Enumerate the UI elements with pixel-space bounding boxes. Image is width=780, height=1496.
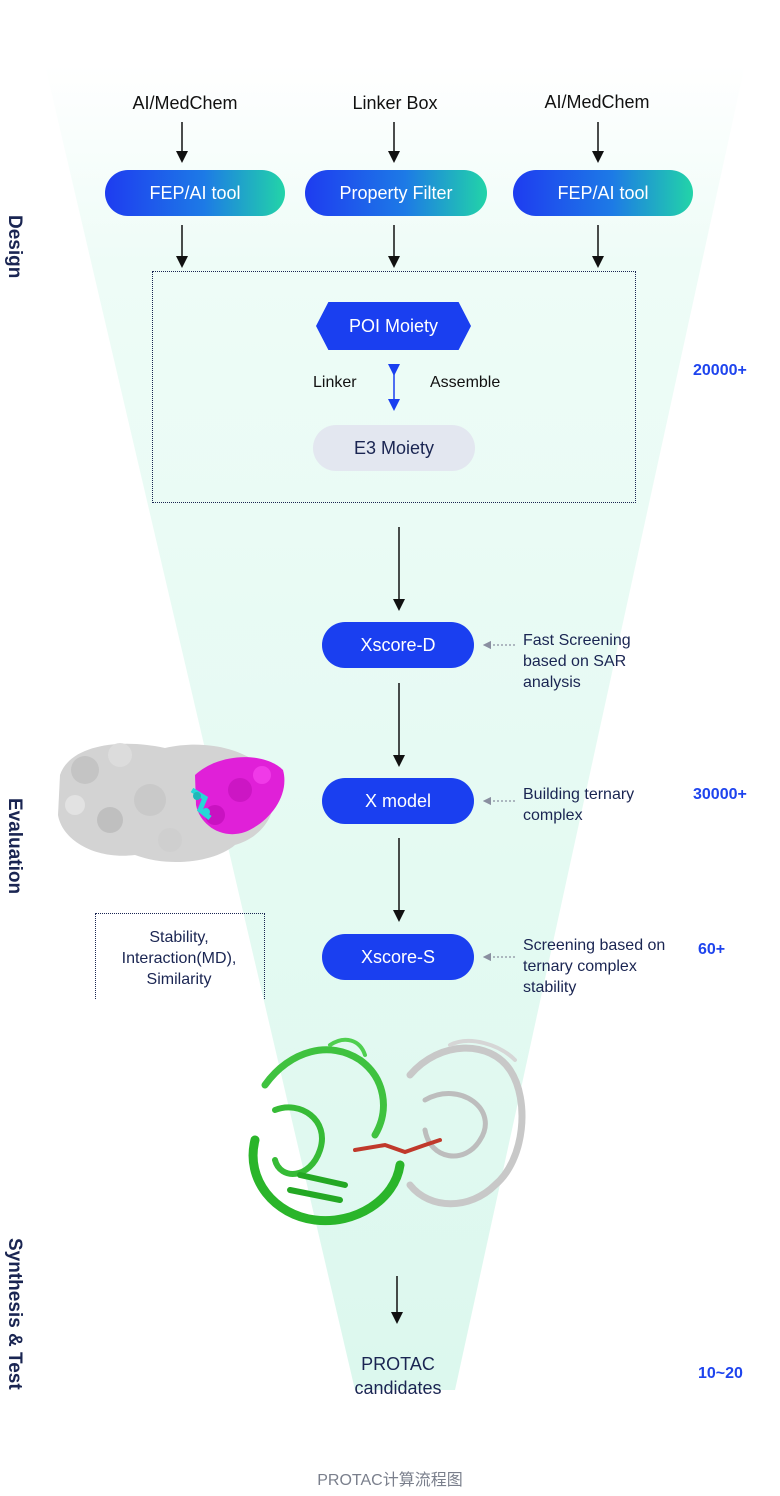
stability-line-1: Stability, xyxy=(149,929,209,946)
candidates-line-2: candidates xyxy=(354,1378,442,1398)
protac-candidates: PROTAC candidates xyxy=(318,1352,478,1400)
note-stability-screening: Screening based on ternary complex stabi… xyxy=(523,937,666,996)
source-ai-medchem-left: AI/MedChem xyxy=(132,93,238,113)
stability-box xyxy=(95,913,265,999)
ribbon-complex-illustration xyxy=(248,1037,526,1226)
step-xscore-d: Xscore-D xyxy=(322,622,474,668)
source-ai-medchem-right: AI/MedChem xyxy=(544,92,650,112)
count-design: 20000+ xyxy=(693,362,747,379)
note-ternary-complex: Building ternary complex xyxy=(523,786,635,824)
candidates-line-1: PROTAC xyxy=(361,1354,435,1374)
tool-fep-ai-left: FEP/AI tool xyxy=(105,170,285,216)
stability-line-2: Interaction(MD), xyxy=(121,950,237,967)
surface-protein-illustration xyxy=(58,743,285,863)
step-xscore-s: Xscore-S xyxy=(322,934,474,980)
e3-moiety-block: E3 Moiety xyxy=(313,425,475,471)
count-candidates: 10~20 xyxy=(698,1365,743,1382)
tool-property-filter: Property Filter xyxy=(305,170,487,216)
step-x-model: X model xyxy=(322,778,474,824)
figure-caption: PROTAC计算流程图 xyxy=(317,1472,463,1489)
stability-text: Stability, Interaction(MD), Similarity xyxy=(95,927,263,990)
stability-line-3: Similarity xyxy=(146,971,212,988)
count-x-model: 30000+ xyxy=(693,786,747,803)
linker-label: Linker xyxy=(313,374,357,391)
assemble-label: Assemble xyxy=(430,374,501,391)
source-linker-box: Linker Box xyxy=(352,93,438,113)
assembly-box xyxy=(152,271,636,503)
note-fast-screening: Fast Screening based on SAR analysis xyxy=(523,632,631,691)
section-label-design: Design xyxy=(4,215,25,279)
funnel-shape xyxy=(45,65,745,1390)
poi-moiety-block: POI Moiety xyxy=(316,302,471,350)
count-xscore-s: 60+ xyxy=(698,941,726,958)
section-label-synthesis: Synthesis & Test xyxy=(4,1238,25,1390)
tool-fep-ai-right: FEP/AI tool xyxy=(513,170,693,216)
section-label-evaluation: Evaluation xyxy=(4,798,25,895)
